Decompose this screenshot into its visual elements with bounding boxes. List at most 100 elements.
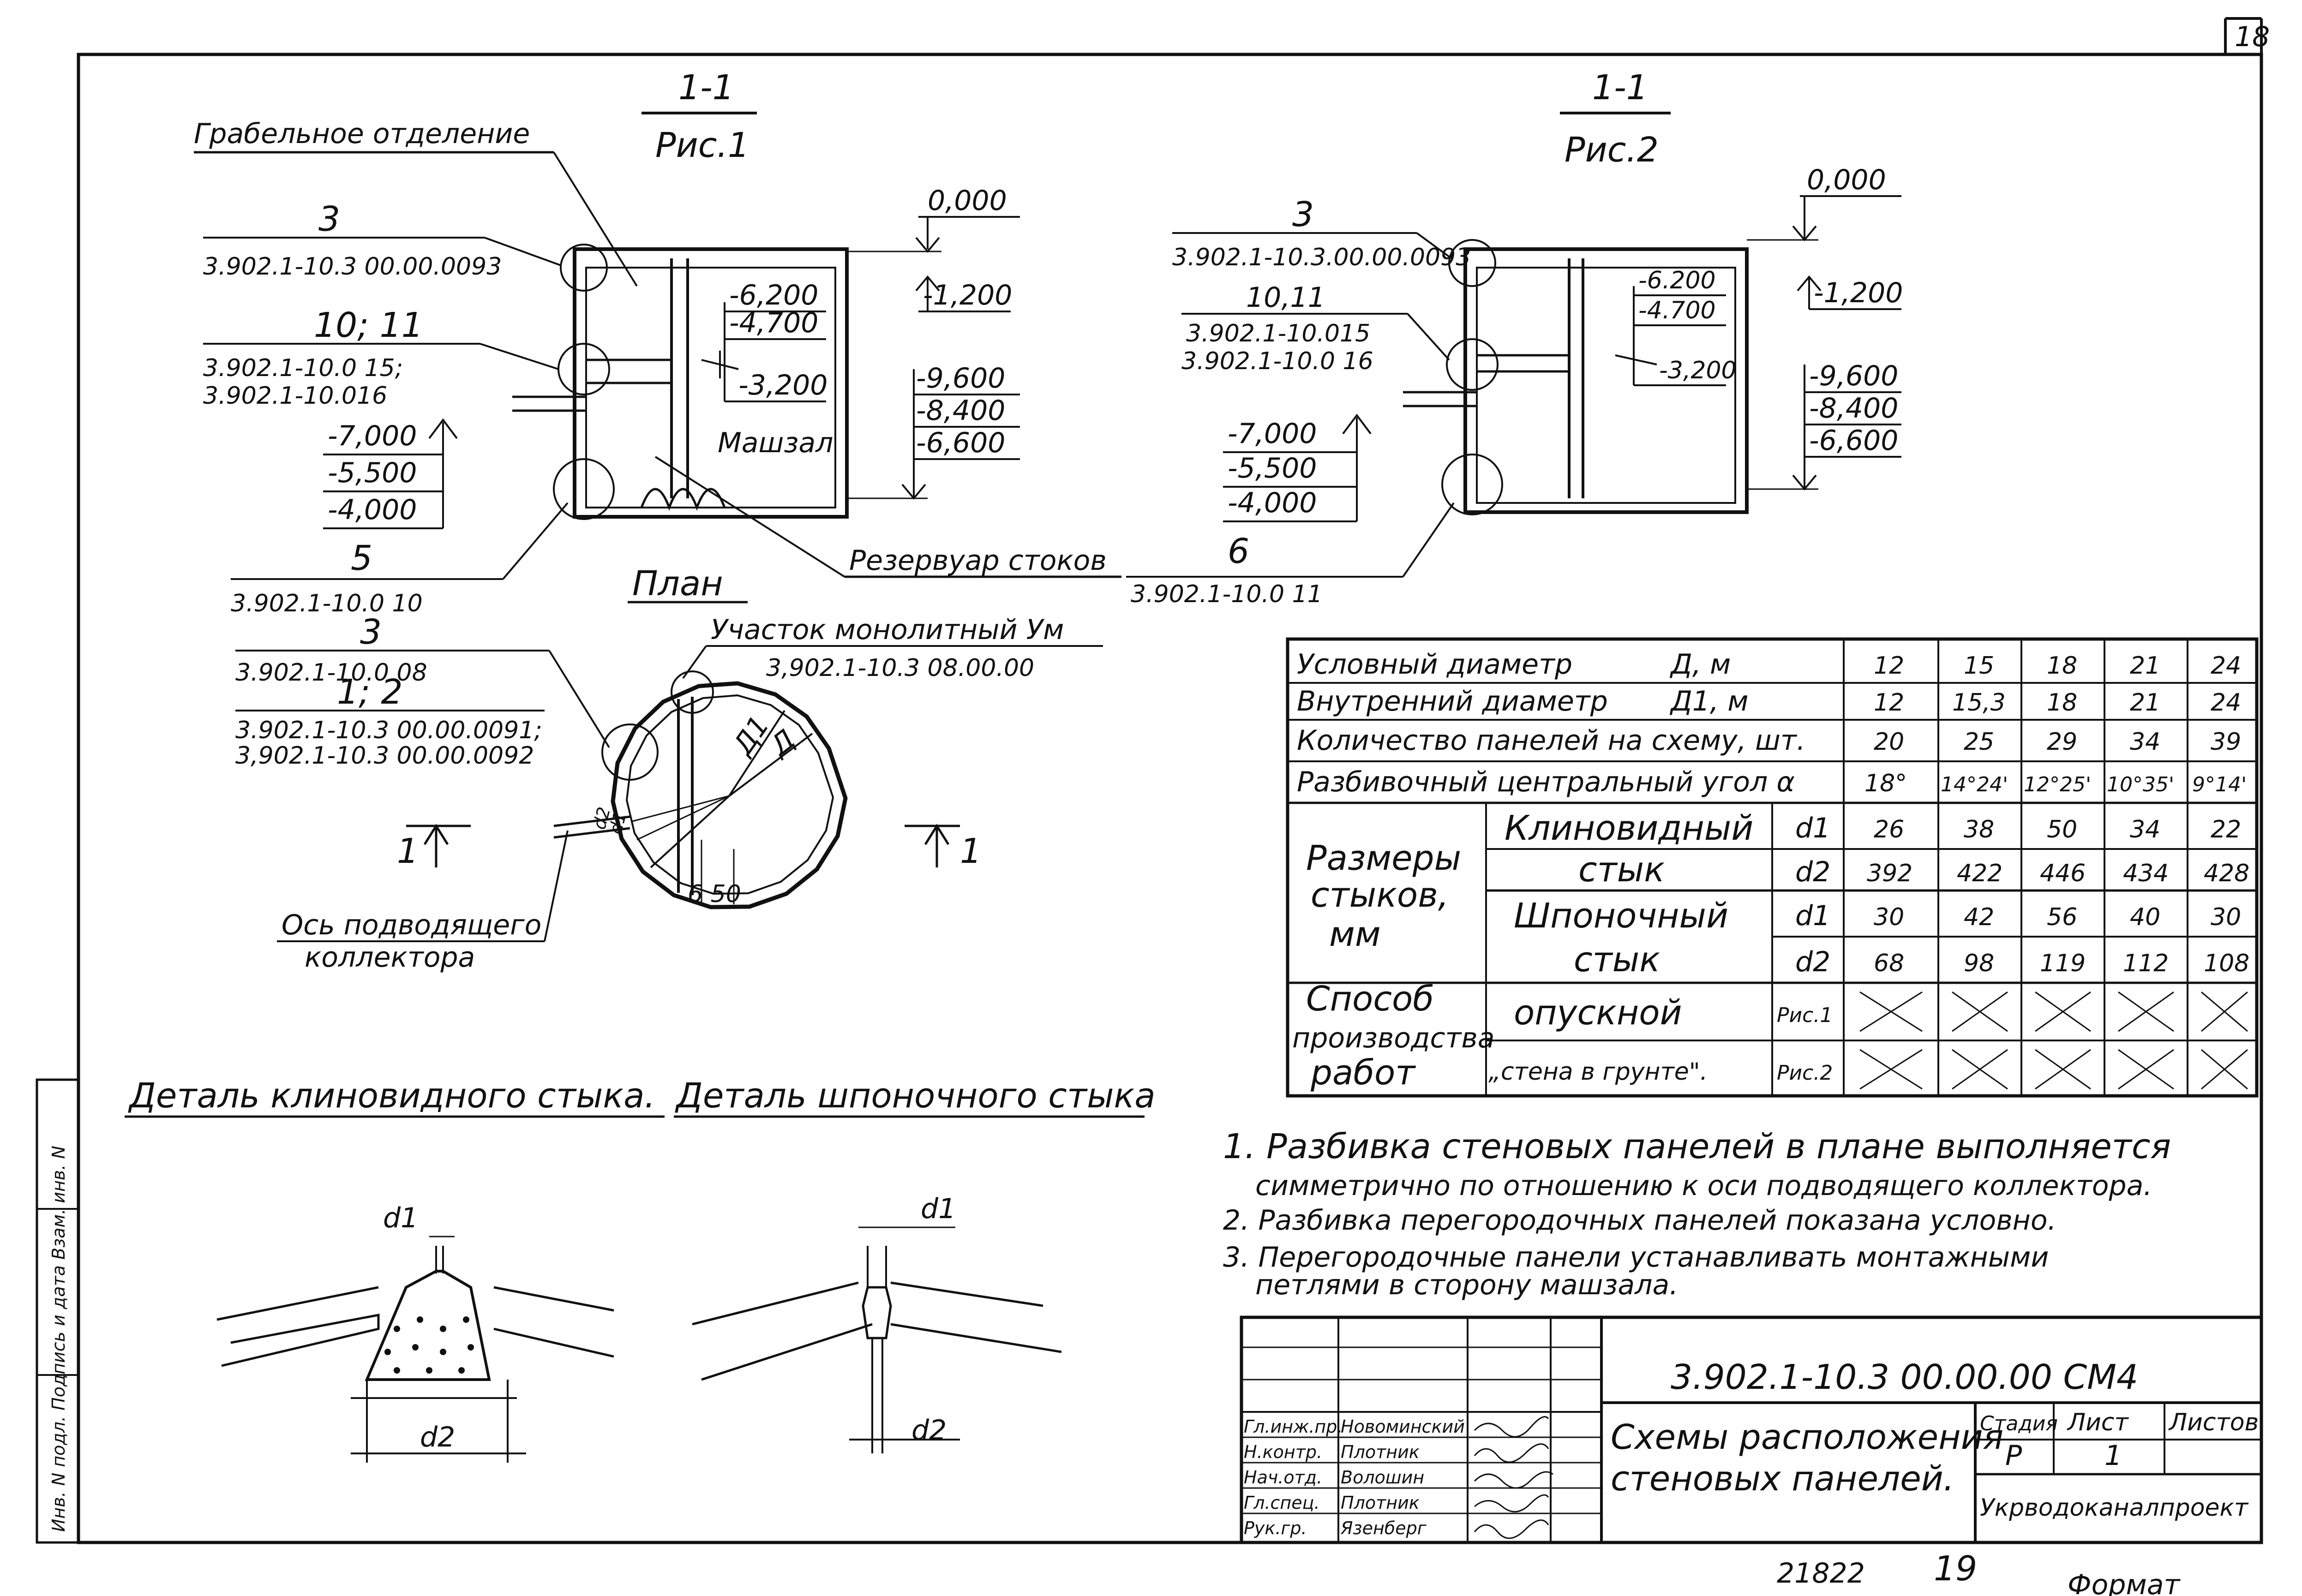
- cell: 18°: [1864, 770, 1907, 797]
- method-label-2: производства: [1292, 1022, 1495, 1054]
- cell: 22: [2211, 816, 2241, 843]
- sheet-value: 1: [2104, 1440, 2122, 1472]
- cell: 446: [2040, 860, 2086, 887]
- role-1: Гл.инж.пр.: [1244, 1417, 1343, 1437]
- plan-c12-num: 1; 2: [337, 672, 403, 712]
- name-3: Волошин: [1341, 1467, 1424, 1488]
- row-angle-label: Разбивочный центральный угол α: [1297, 766, 1795, 798]
- name-4: Плотник: [1341, 1493, 1420, 1513]
- sheets-label: Листов: [2168, 1409, 2259, 1436]
- row-angle-values: 18° 14°24' 12°25' 10°35' 9°14': [1864, 770, 2247, 797]
- row-count-values: 20 25 29 34 39: [1874, 728, 2241, 756]
- figure-2-section: 1-1 Рис.2 3 3.902.1-10.3.00.00.0093 10,1…: [1126, 68, 1903, 608]
- fig1-e9600: -9,600: [916, 362, 1005, 395]
- wedge-d1-label: d1: [1795, 812, 1830, 844]
- plan-monolith-code: 3,902.1-10.3 08.00.00: [766, 654, 1034, 682]
- stage-label: Стадия: [1980, 1412, 2058, 1435]
- fig1-c10-num: 10; 11: [314, 305, 423, 345]
- cell: 20: [1874, 728, 1904, 756]
- plan-dim-650: 6 50: [688, 880, 741, 908]
- fig1-structure: [512, 244, 849, 520]
- row-nominal-unit: Д, м: [1669, 648, 1731, 681]
- figure-1-section: 1-1 Рис.1 Грабельное отделение Машзал 3 …: [194, 68, 1121, 617]
- note-1: 1. Разбивка стеновых панелей в плане вып…: [1223, 1127, 2171, 1166]
- cell: 29: [2047, 728, 2077, 756]
- fig1-c10-code1: 3.902.1-10.0 15;: [203, 354, 403, 382]
- cell: 112: [2123, 950, 2169, 977]
- plan-c12-code1: 3.902.1-10.3 00.00.0091;: [235, 717, 542, 744]
- fig1-reservoir-label: Резервуар стоков: [849, 544, 1107, 577]
- name-5: Язенберг: [1340, 1518, 1427, 1538]
- fig2-c10-code2: 3.902.1-10.0 16: [1181, 347, 1373, 375]
- plan-axis-label-1: Ось подводящего: [282, 909, 541, 941]
- cell: 18: [2047, 689, 2077, 717]
- doc-title-1: Схемы расположения: [1611, 1417, 2003, 1457]
- org-name: Укрводоканалпроект: [1980, 1494, 2249, 1522]
- fig2-e6200: -6.200: [1638, 267, 1716, 294]
- fig1-e7000: -7,000: [328, 420, 417, 452]
- method-fig2-ref: Рис.2: [1777, 1061, 1833, 1085]
- key-joint-drawing: d1 d2: [692, 1193, 1062, 1453]
- fig1-elev-top: 0,000: [928, 185, 1007, 217]
- fig2-elev-1200: -1,200: [1814, 277, 1903, 309]
- side-stamp: Инв. N подл. Подпись и дата Взам. инв. N: [48, 1146, 69, 1532]
- doc-title-2: стеновых панелей.: [1611, 1459, 1954, 1499]
- fig1-c3-code: 3.902.1-10.3 00.00.0093: [203, 253, 502, 281]
- cell: 40: [2130, 903, 2160, 931]
- fig1-mashzal-label: Машзал: [718, 427, 833, 459]
- cell: 10°35': [2107, 773, 2174, 796]
- sheet-label: Лист: [2067, 1409, 2129, 1436]
- plan-ring: [553, 670, 848, 909]
- method-label-3: работ: [1310, 1053, 1416, 1093]
- key-label-2: стык: [1574, 940, 1660, 980]
- fig2-e6600: -6,600: [1809, 424, 1898, 457]
- row-count-label: Количество панелей на схему, шт.: [1297, 724, 1805, 757]
- fig2-c6-code: 3.902.1-10.0 11: [1131, 580, 1323, 608]
- stage-value: Р: [2005, 1440, 2022, 1472]
- fig1-e4700: -4,700: [729, 307, 818, 339]
- role-4: Гл.спец.: [1244, 1493, 1320, 1513]
- key-d2-label: d2: [1795, 946, 1830, 978]
- cell: 98: [1964, 950, 1994, 977]
- fig2-label: Рис.2: [1565, 130, 1659, 170]
- fig1-section-label: 1-1: [678, 68, 734, 108]
- fig1-c5-code: 3.902.1-10.0 10: [231, 590, 423, 617]
- wedge-joint-drawing: d1 d2: [216, 1202, 614, 1463]
- note-3: 3. Перегородочные панели устанавливать м…: [1223, 1241, 2049, 1273]
- fig2-e4700: -4.700: [1638, 297, 1716, 324]
- cell: 9°14': [2192, 773, 2247, 796]
- fig2-elev-top: 0,000: [1807, 164, 1886, 196]
- detail-key-title: Деталь шпоночного стыка: [675, 1076, 1156, 1116]
- fig2-c10-code1: 3.902.1-10.015: [1186, 320, 1370, 347]
- detail-wedge-title: Деталь клиновидного стыка.: [128, 1076, 655, 1116]
- plan-title: План: [632, 564, 723, 604]
- fig2-structure: [1403, 239, 1749, 515]
- wedge-label-2: стык: [1578, 850, 1665, 890]
- fig2-e8400: -8,400: [1809, 392, 1898, 424]
- cell: 25: [1964, 728, 1994, 756]
- fig1-e3200: -3,200: [738, 369, 827, 401]
- fig2-c3-code: 3.902.1-10.3.00.00.0093: [1172, 244, 1471, 271]
- cell: 24: [2211, 689, 2241, 717]
- key-d2-values: 68 98 119 112 108: [1874, 950, 2249, 977]
- cell: 24: [2211, 652, 2241, 680]
- plan-monolith-label: Участок монолитный Ум: [711, 614, 1064, 646]
- wedge-d1: d1: [383, 1202, 418, 1234]
- doc-code: 3.902.1-10.3 00.00.00 СМ4: [1671, 1357, 2138, 1397]
- fig1-c10-code2: 3.902.1-10.016: [203, 382, 387, 410]
- cell: 30: [1874, 903, 1904, 931]
- fig1-e8400: -8,400: [916, 395, 1005, 427]
- key-d1: d1: [921, 1193, 956, 1225]
- joints-label-1: Размеры: [1306, 838, 1461, 878]
- role-5: Рук.гр.: [1244, 1518, 1307, 1538]
- fig2-e4000: -4,000: [1228, 487, 1317, 519]
- cell: 15: [1964, 652, 1994, 680]
- method-open: опускной: [1514, 993, 1682, 1033]
- joints-label-2: стыков,: [1311, 875, 1449, 915]
- plan-view: План Д1 Д d2 d1 6 50 Участок монолитный …: [235, 564, 1103, 974]
- fig2-e3200: -3,200: [1659, 357, 1737, 384]
- fig1-grab-label: Грабельное отделение: [194, 118, 530, 150]
- cell: 34: [2130, 728, 2160, 756]
- cell: 56: [2047, 903, 2077, 931]
